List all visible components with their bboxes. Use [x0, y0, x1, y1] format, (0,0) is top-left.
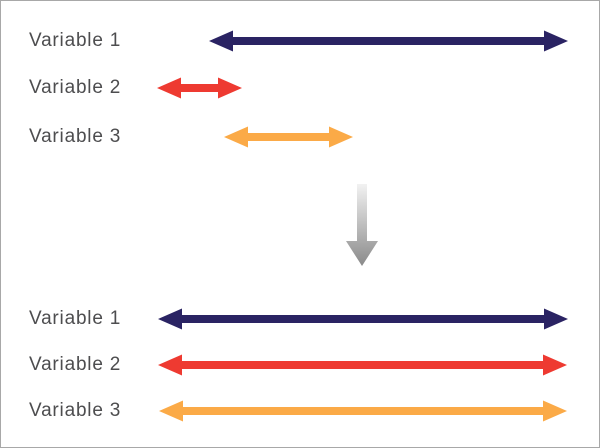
transform-down-arrow — [346, 184, 378, 266]
before-variable-1-label: Variable 1 — [29, 30, 122, 51]
after-variable-2-label: Variable 2 — [29, 354, 122, 375]
after-variable-3-arrow — [159, 400, 567, 422]
before-variable-3-label: Variable 3 — [29, 126, 122, 147]
after-variable-1-arrow — [158, 308, 568, 330]
before-variable-3-arrow — [224, 126, 353, 148]
after-variable-2-arrow — [158, 354, 567, 376]
before-variable-2-arrow — [157, 77, 242, 99]
before-variable-1-arrow — [209, 30, 568, 52]
after-variable-3-label: Variable 3 — [29, 400, 122, 421]
after-variable-1-label: Variable 1 — [29, 308, 122, 329]
before-variable-2-label: Variable 2 — [29, 77, 122, 98]
